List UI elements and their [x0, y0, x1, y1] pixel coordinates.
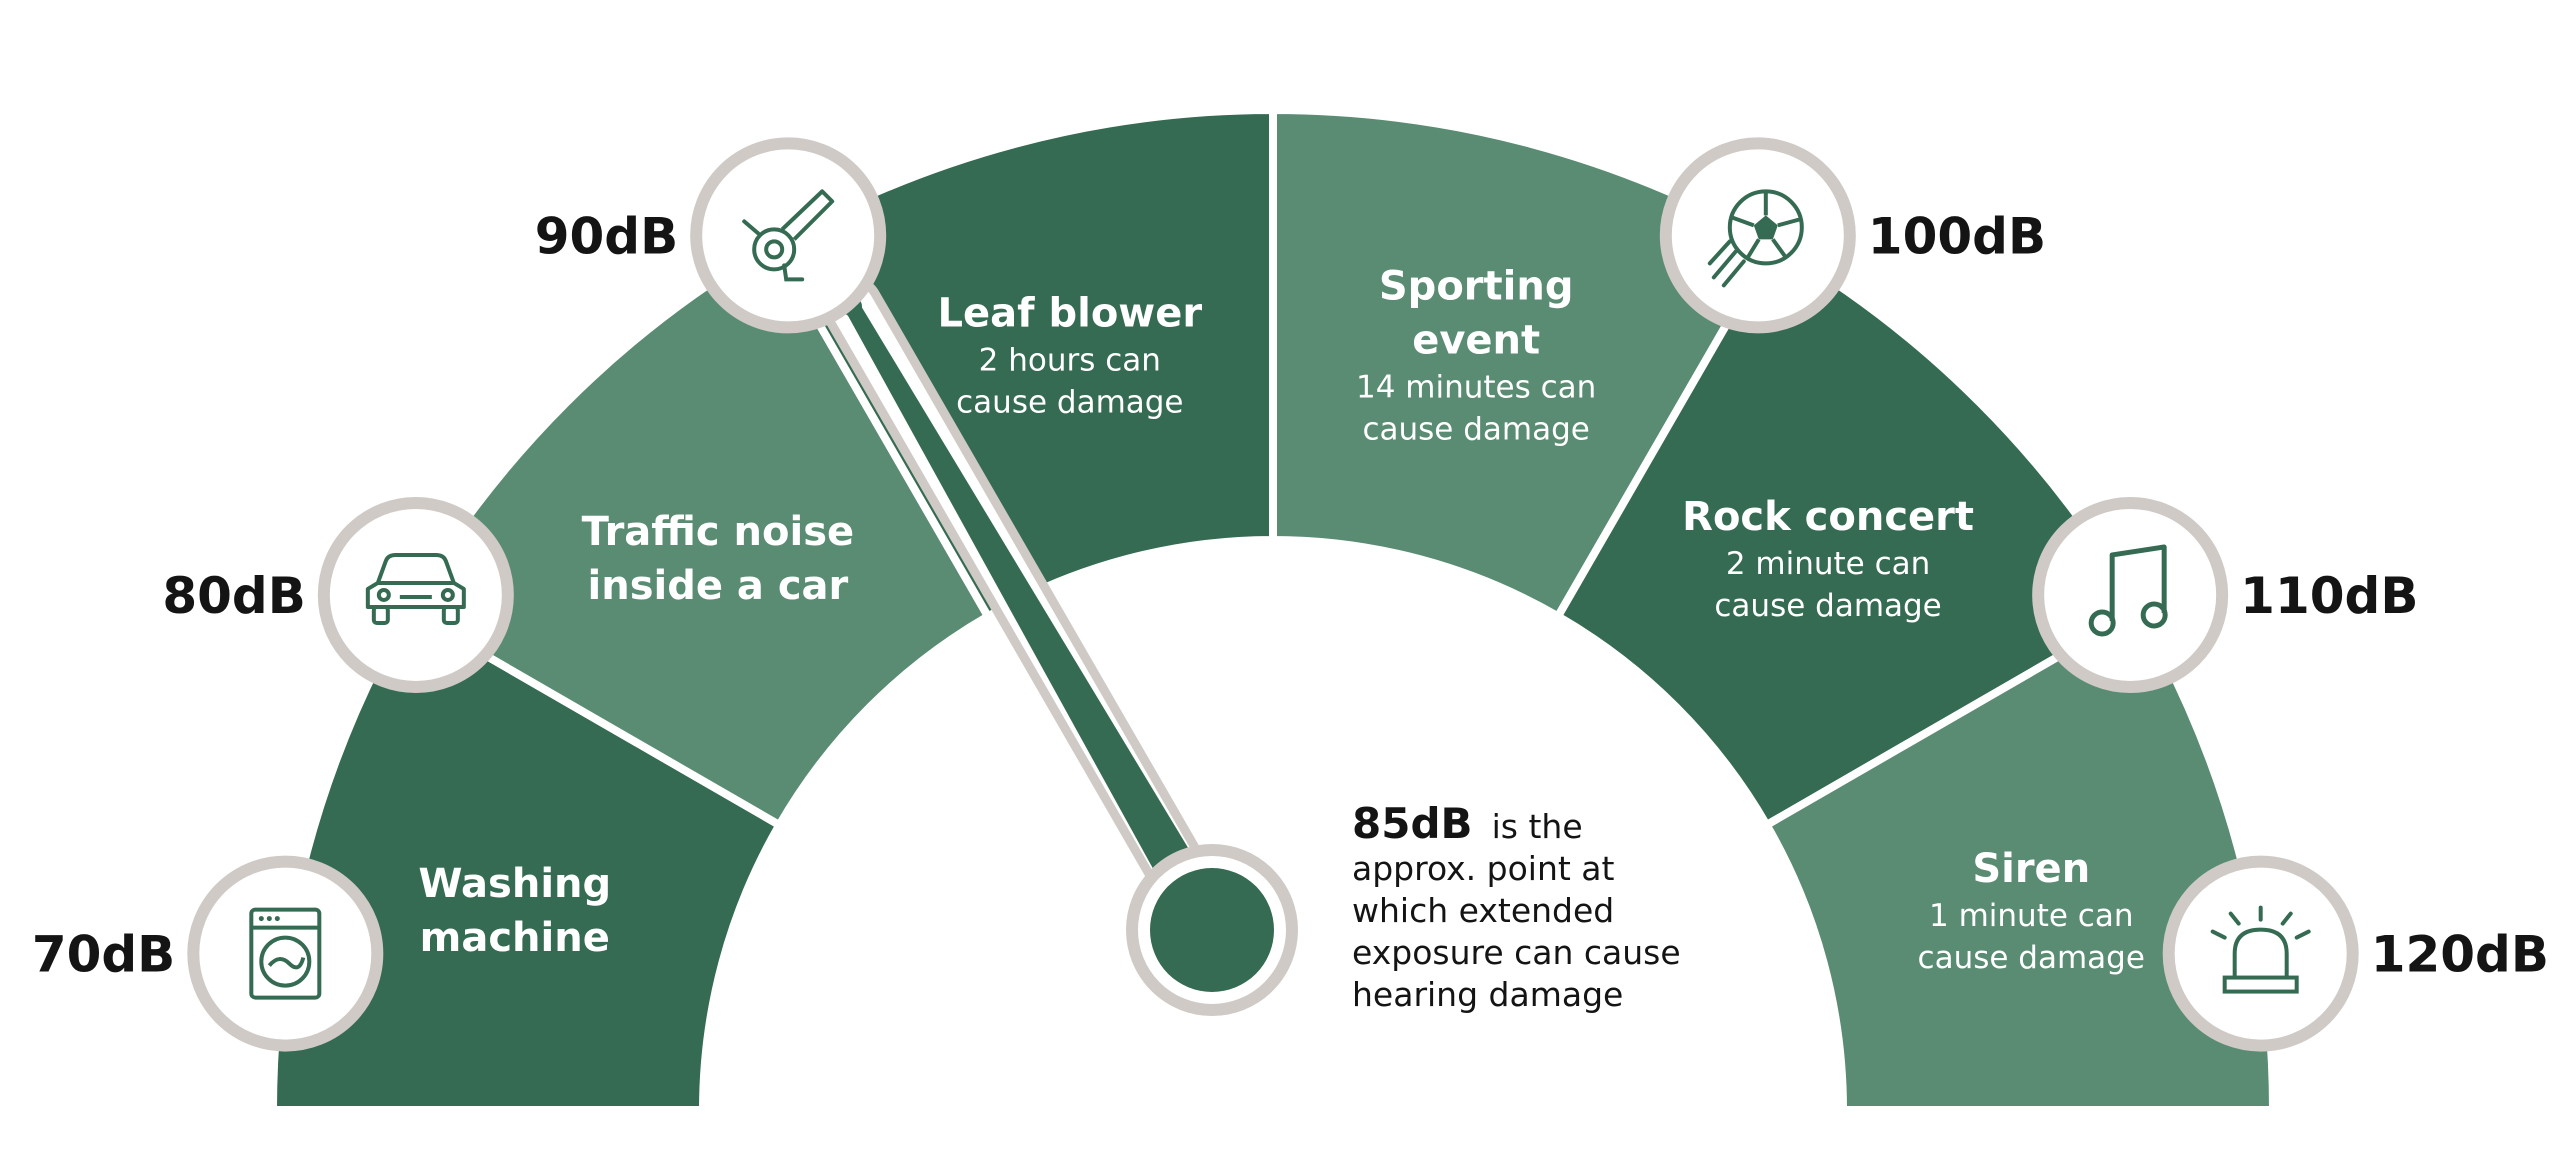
music-note-badge: [2032, 496, 2229, 693]
washing-machine-icon: [249, 907, 322, 1000]
car-icon: [365, 552, 466, 625]
threshold-text-5: hearing damage: [1352, 975, 1623, 1014]
segment-subtitle: cause damage: [1362, 412, 1589, 448]
segment-subtitle: cause damage: [1918, 940, 2145, 976]
segment-title: inside a car: [588, 563, 849, 609]
segment-label-leaf-blower: Leaf blower 2 hours can cause damage: [938, 291, 1203, 421]
segment-title: Rock concert: [1682, 494, 1974, 540]
threshold-value: 85dB: [1352, 799, 1473, 848]
segment-title: Traffic noise: [582, 509, 854, 555]
soccer-ball-badge: [1659, 137, 1856, 334]
segment-label-siren: Siren 1 minute can cause damage: [1918, 846, 2145, 976]
gauge-baseline-mask: [0, 1110, 2560, 1164]
segment-label-traffic-noise-inside-a-car: Traffic noise inside a car: [582, 509, 854, 609]
segment-title: Sporting: [1379, 264, 1574, 310]
segment-subtitle: cause damage: [956, 385, 1183, 421]
segment-title: Washing: [418, 861, 611, 907]
needle: [821, 275, 1298, 1016]
segment-siren: [1761, 604, 2278, 1114]
needle-hub: [1150, 868, 1274, 992]
needle-pointer: [845, 302, 1232, 942]
segment-label-sporting-event: Sporting event 14 minutes can cause damage: [1356, 264, 1596, 448]
siren-badge: [2162, 855, 2359, 1052]
icon-badges: [187, 137, 2359, 1052]
segment-label-rock-concert: Rock concert 2 minute can cause damage: [1682, 494, 1974, 624]
db-label: 110dB: [2240, 567, 2418, 625]
segment-title: machine: [420, 915, 610, 961]
segment-title: event: [1412, 318, 1540, 364]
gauge-labels: Washing machine Traffic noise inside a car L…: [32, 207, 2549, 983]
threshold-note: 85dB is the approx. point at which exten…: [1352, 799, 1681, 1014]
washing-machine-badge: [187, 855, 384, 1052]
siren-icon: [2210, 905, 2311, 994]
soccer-ball-icon: [1707, 189, 1804, 288]
car-badge: [317, 496, 514, 693]
leaf-blower-icon: [742, 189, 835, 282]
segment-subtitle: cause damage: [1714, 588, 1941, 624]
db-label: 70dB: [32, 926, 175, 984]
segment-title: Siren: [1972, 846, 2090, 892]
db-label: 120dB: [2371, 926, 2549, 984]
db-label: 100dB: [1868, 207, 2046, 265]
db-label: 80dB: [162, 567, 305, 625]
threshold-text-4: exposure can cause: [1352, 933, 1681, 972]
db-label: 90dB: [535, 207, 678, 265]
leaf-blower-badge: [690, 137, 887, 334]
music-note-icon: [2088, 544, 2168, 637]
segment-subtitle: 2 hours can: [979, 343, 1161, 379]
segment-subtitle: 1 minute can: [1929, 898, 2133, 934]
segment-label-washing-machine: Washing machine: [418, 861, 611, 961]
segment-title: Leaf blower: [938, 291, 1203, 337]
segment-subtitle: 14 minutes can: [1356, 370, 1596, 406]
threshold-text-3: which extended: [1352, 891, 1614, 930]
segment-subtitle: 2 minute can: [1726, 546, 1930, 582]
threshold-text-2: approx. point at: [1352, 849, 1615, 888]
svg-text:85dB is the: 85dB is the: [1352, 799, 1583, 848]
threshold-text-1: is the: [1492, 807, 1583, 846]
